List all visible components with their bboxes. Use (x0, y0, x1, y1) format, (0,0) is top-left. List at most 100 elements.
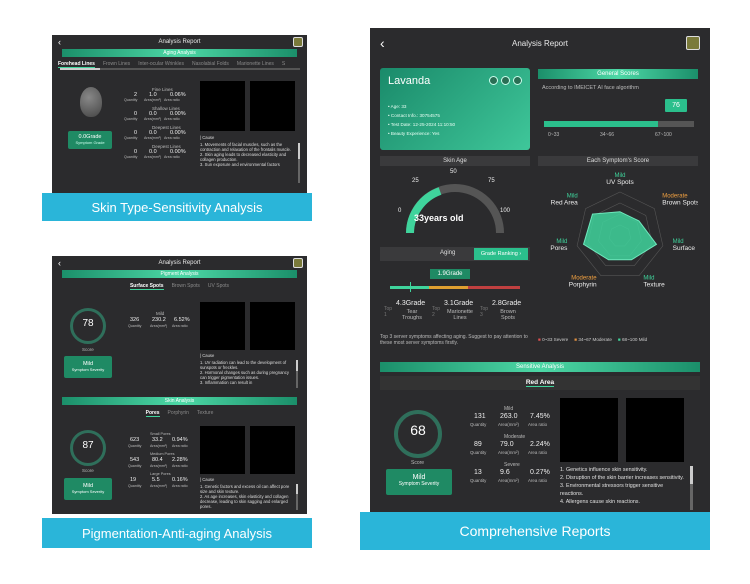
row-ratio: 0.06% (170, 92, 186, 98)
tab-marionette[interactable]: Marionette Lines (236, 61, 274, 67)
tab-surface-spots[interactable]: Surface Spots (129, 283, 164, 290)
row-quantity: 0 (134, 111, 138, 117)
tab-pores[interactable]: Pores (145, 410, 160, 417)
sensitive-analysis-header: Sensitive Analysis (380, 362, 700, 372)
tab-forehead-lines[interactable]: Forehead Lines (58, 61, 95, 68)
severity-value: Mild (82, 361, 94, 367)
tab-brown-spots[interactable]: Brown Spots (171, 283, 200, 289)
grade-ranking-button[interactable]: Grade Ranking › (474, 248, 528, 260)
row-area: 5.5 (152, 477, 160, 483)
row-quantity: 89 (474, 441, 482, 448)
cause-scrollbar[interactable] (690, 466, 693, 510)
section-header: Pigment Analysis (62, 270, 297, 278)
sensitive-score-label: Score (411, 460, 425, 466)
tab-nasolabial[interactable]: Nasolabial Folds (191, 61, 229, 67)
col-area: Area(mm²) (150, 464, 168, 468)
tab-frown-lines[interactable]: Frown Lines (102, 61, 131, 67)
top3-note: Top 3 server symptoms affecting aging. S… (380, 334, 528, 346)
cause-scrollbar-skin[interactable] (296, 484, 298, 510)
legend-moderate-dot: ■ (574, 337, 578, 342)
gender-icon (489, 76, 498, 85)
col-area: Area(mm²) (144, 117, 162, 121)
age-info: • Age: 33 (388, 104, 407, 109)
radar-tag: Mild (567, 193, 578, 199)
back-icon[interactable]: ‹ (380, 35, 385, 51)
row-quantity: 2 (134, 92, 138, 98)
row-ratio: 0.94% (172, 437, 188, 443)
tab-scroll[interactable] (60, 68, 300, 70)
symptom-severity: Mild Symptom Severity (64, 356, 112, 378)
red-area-label: Red Area (525, 379, 555, 387)
page-title: Analysis Report (158, 39, 201, 45)
red-area-tab[interactable]: Red Area (380, 376, 700, 390)
col-area: Area(mm²) (144, 155, 162, 159)
section-header: Aging Analysis (62, 49, 297, 57)
col-ratio: Area ratio (172, 444, 188, 448)
row-area: 0.0 (149, 149, 157, 155)
aging-grade-value: 1.9Grade (437, 271, 463, 277)
back-icon[interactable]: ‹ (58, 37, 61, 47)
col-quantity: Quantity (128, 484, 142, 488)
profile-info: • Age: 33 • Contact Info.: 30754575 • Te… (388, 102, 455, 138)
skin-age-value: 33years old (414, 213, 464, 223)
top-rank: Top 1 (384, 306, 393, 318)
tab-uv-spots[interactable]: UV Spots (207, 283, 230, 289)
aging-analysis-screen: ‹ Analysis Report Aging Analysis Forehea… (52, 35, 307, 193)
legend-severe-label: 0~33 Severe (542, 337, 569, 342)
quantity-value: 326 (130, 317, 140, 323)
row-quantity: 0 (134, 149, 138, 155)
cause-scrollbar[interactable] (298, 143, 300, 183)
tab-texture[interactable]: Texture (196, 410, 214, 416)
col-area: Area(mm²) (144, 136, 162, 140)
symptom-severity-skin: Mild Symptom Severity (64, 478, 112, 500)
col-area: Area(mm²) (150, 324, 168, 328)
severity-label-skin: Symptom Severity (71, 489, 105, 494)
back-icon[interactable]: ‹ (58, 258, 61, 268)
radar-tag: Mild (643, 276, 654, 282)
row-area: 1.0 (149, 92, 157, 98)
score-value: 78 (82, 318, 94, 329)
col-area: Area(mm²) (144, 98, 162, 102)
score-value-skin: 87 (82, 440, 94, 451)
header: ‹ Analysis Report (370, 28, 710, 58)
sensitive-severity-value: Mild (412, 474, 426, 481)
col-quantity: Quantity (470, 422, 487, 427)
col-quantity: Quantity (128, 464, 142, 468)
skin-age-gauge (406, 184, 504, 234)
image-box-1 (560, 398, 618, 462)
row-area: 33.2 (152, 437, 163, 443)
row-quantity: 543 (130, 457, 140, 463)
radar-tag: Mild (673, 239, 684, 245)
user-icon (501, 76, 510, 85)
symptom-severity: Mild Symptom Severity (386, 469, 452, 495)
tab-porphyrin[interactable]: Porphyrin (167, 410, 189, 416)
row-area: 80.4 (152, 457, 163, 463)
score-bar-fill (544, 121, 658, 127)
radar-tag: Moderate (571, 276, 597, 282)
radar-legend: ■ 0~33 Severe ■ 34~67 Moderate ■ 68~100 … (538, 337, 647, 342)
radar-label: Brown Spots (662, 199, 698, 206)
tab-bar: Surface Spots Brown Spots UV Spots (52, 281, 307, 292)
test-date: • Test Date: 12-25-2024 11:10:50 (388, 122, 456, 127)
profile-card: Lavanda • Age: 33 • Contact Info.: 30754… (380, 68, 530, 150)
cause-title-skin: | Cause (200, 477, 215, 482)
legend-moderate: ■ 34~67 Moderate (574, 337, 612, 342)
score-label: Score (82, 347, 94, 352)
top-grade: 2.8Grade (492, 300, 522, 307)
tab-inter-ocular[interactable]: Inter-ocular Wrinkles (138, 61, 184, 67)
radar-label: Texture (643, 282, 665, 289)
tab-more[interactable]: S (281, 61, 286, 67)
cause-scrollbar[interactable] (296, 360, 298, 388)
app-icon[interactable] (293, 258, 303, 268)
aging-tab[interactable]: Aging (440, 250, 456, 256)
cause-text: 1. UV radiation can lead to the developm… (200, 360, 289, 385)
app-icon[interactable] (293, 37, 303, 47)
range-low: 0~33 (548, 132, 560, 138)
score-ring-skin (70, 430, 106, 466)
page-title: Analysis Report (511, 38, 569, 48)
col-area: Area(mm²) (498, 450, 519, 455)
app-icon[interactable] (686, 36, 700, 50)
legend-mild: ■ 68~100 Mild (618, 337, 647, 342)
caption-pigmentation: Pigmentation-Anti-aging Analysis (42, 518, 312, 548)
cause-list: 1. Genetics influence skin sensitivity. … (560, 466, 686, 506)
